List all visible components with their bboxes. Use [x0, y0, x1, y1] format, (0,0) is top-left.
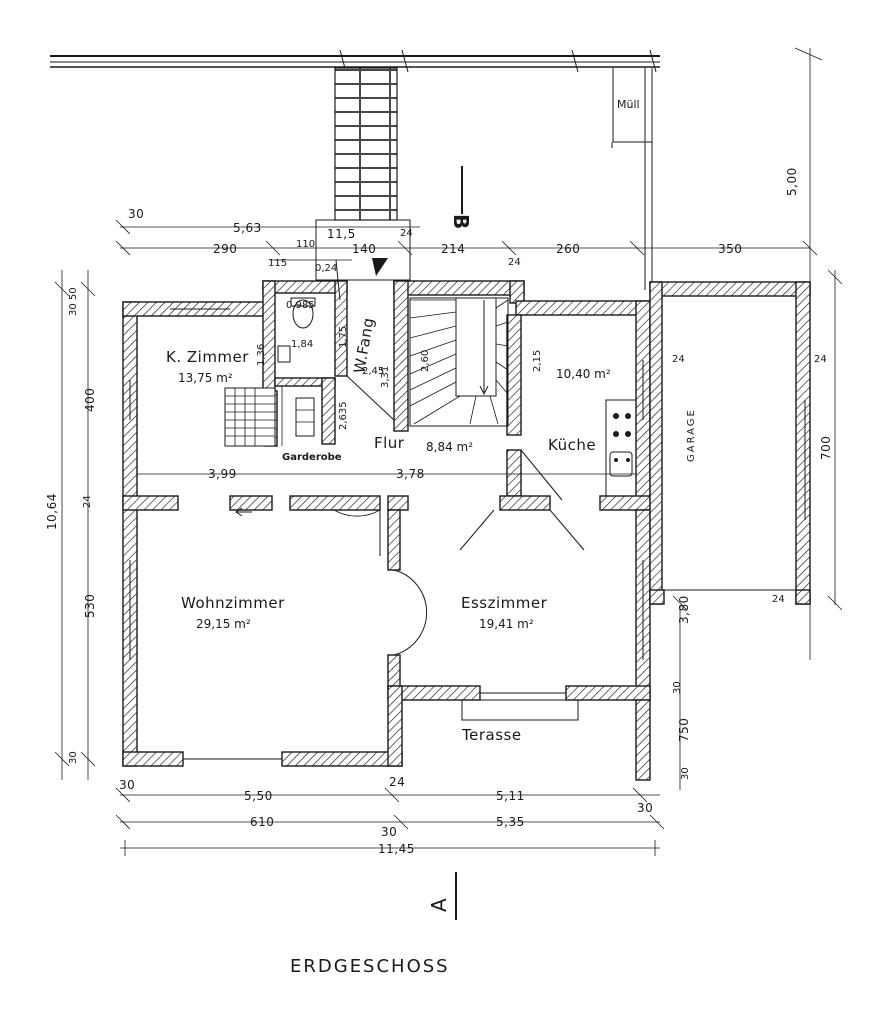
wc-dim3: 1,36 [256, 344, 267, 366]
kitchen-counter [605, 399, 637, 497]
dim-top-24b: 24 [508, 257, 521, 268]
stair-dim: 2,60 [420, 350, 431, 372]
dim-top-30: 30 [128, 207, 144, 221]
dim-top-110: 110 [296, 239, 315, 250]
dim-bot-610: 610 [250, 815, 274, 829]
garderobe-dim: 2,635 [338, 401, 349, 430]
dim-bot-30b: 30 [637, 801, 653, 815]
dim-bot-511: 5,11 [496, 789, 525, 803]
dim-top-140: 140 [352, 242, 376, 256]
dim-right-380: 3,80 [677, 595, 691, 624]
dimension-lines [54, 47, 843, 856]
wc-fixtures [277, 297, 316, 446]
dim-right-30: 30 [672, 681, 683, 694]
dim-left-30: 30 [68, 751, 79, 764]
muell-label: Müll [617, 98, 640, 111]
dim-top-563: 5,63 [233, 221, 262, 235]
garage-door [661, 295, 797, 591]
entrance-marker [372, 258, 388, 276]
dim-right-500: 5,00 [785, 167, 799, 196]
wfang-dim: 2,45 [362, 366, 384, 377]
dim-top-024: 0,24 [315, 263, 337, 274]
room-wohnzimmer-area: 29,15 m² [196, 617, 251, 631]
wc-dim: 0,985 [286, 300, 315, 311]
dim-top-290: 290 [213, 242, 237, 256]
section-mark-a: A [427, 898, 451, 912]
room-wohnzimmer-name: Wohnzimmer [181, 594, 285, 612]
wc-dim4: 1,75 [338, 326, 349, 348]
dim-bot-1145: 11,45 [378, 842, 415, 856]
main-stair [409, 297, 509, 427]
dim-left-400: 400 [83, 388, 97, 412]
room-flur-area: 8,84 m² [426, 440, 473, 454]
property-line [50, 49, 660, 73]
room-terasse-name: Terasse [461, 726, 522, 744]
dim-bot-24: 24 [389, 775, 405, 789]
room-esszimmer-area: 19,41 m² [479, 617, 534, 631]
room-kueche-name: Küche [548, 436, 596, 454]
room-garderobe-name: Garderobe [282, 452, 342, 463]
dim-left-1064: 10,64 [45, 493, 59, 530]
dim-bot-550: 5,50 [244, 789, 273, 803]
wfang-dim2: 3,31 [380, 366, 391, 388]
dim-right-700: 700 [819, 436, 833, 460]
kueche-dim: 2,15 [532, 350, 543, 372]
dim-top-214: 214 [441, 242, 465, 256]
basement-stair [224, 387, 276, 447]
dim-bot-30c: 30 [381, 825, 397, 839]
room-k-zimmer-name: K. Zimmer [166, 348, 249, 366]
dim-right-24: 24 [672, 354, 685, 365]
terasse-step [461, 699, 579, 721]
dim-top-260: 260 [556, 242, 580, 256]
dim-mid-378: 3,78 [396, 467, 425, 481]
dim-top-115a: 11,5 [327, 227, 356, 241]
dim-right-750: 750 [677, 718, 691, 742]
dim-left-3050: 30 50 [68, 287, 79, 316]
doors [333, 259, 585, 656]
dim-right-24b: 24 [814, 354, 827, 365]
room-kueche-area: 10,40 m² [556, 367, 611, 381]
arrow-icon [235, 507, 252, 517]
wc-dim2: 1,84 [291, 339, 313, 350]
section-mark-b: B [449, 214, 473, 229]
dim-top-115: 115 [268, 258, 287, 269]
dim-bot-30: 30 [119, 778, 135, 792]
page-title: ERDGESCHOSS [290, 956, 450, 977]
dim-right-30b: 30 [680, 767, 691, 780]
windows [129, 308, 806, 760]
dim-bot-535: 5,35 [496, 815, 525, 829]
dim-left-530: 530 [83, 594, 97, 618]
dim-right-24c: 24 [772, 594, 785, 605]
room-garage-name: GARAGE [686, 408, 697, 462]
dim-top-24: 24 [400, 228, 413, 239]
muell-enclosure [611, 68, 653, 290]
entrance-path [334, 67, 398, 221]
dim-top-350: 350 [718, 242, 742, 256]
dim-mid-399: 3,99 [208, 467, 237, 481]
room-k-zimmer-area: 13,75 m² [178, 371, 233, 385]
room-esszimmer-name: Esszimmer [461, 594, 548, 612]
dim-left-24: 24 [82, 495, 93, 508]
room-flur-name: Flur [374, 434, 405, 452]
